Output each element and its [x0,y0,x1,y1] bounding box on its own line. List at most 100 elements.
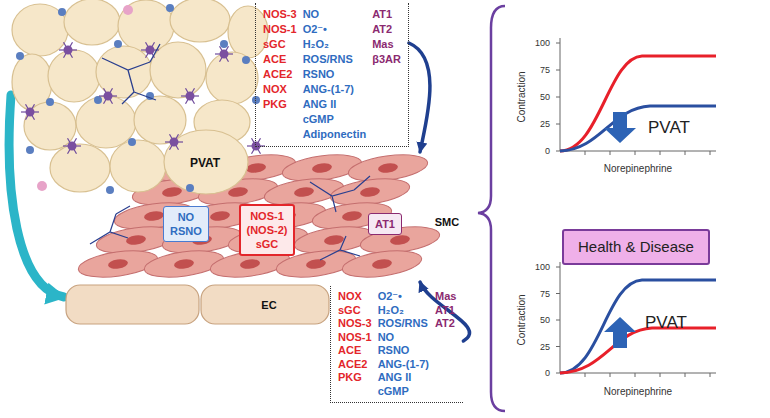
axis-label: Contraction [516,294,527,345]
list-item: NOX [338,290,372,304]
nucleus [106,186,114,194]
axis-label: Contraction [516,71,527,122]
list-column: NOXsGCNOS-3NOS-1ACEACE2PKG [338,290,372,398]
axis-label: Norepinephrine [604,386,672,397]
adipocyte [12,54,52,110]
nucleus [16,52,24,60]
nucleus [323,234,344,246]
dose-response-curve [560,280,716,373]
nucleus [166,4,174,12]
immune-cell [220,50,229,59]
list-item: NOX [263,82,297,97]
list-item: O2⁻• [378,290,429,304]
adipocyte [12,4,68,56]
list-item: ANG-(1-7) [303,82,367,97]
nucleus [389,234,410,246]
nucleus [293,186,314,198]
list-item: AT1 [435,304,456,318]
mediator-box: NORSNO [163,206,209,242]
list-item: NOS-1 [263,22,297,37]
label-holder: Norepinephrine [604,163,672,174]
tick-label: 0 [545,368,550,378]
list-column: MasAT1AT2 [435,290,456,398]
nerve-fiber [320,236,360,260]
nucleus [252,96,260,104]
list-item: ANG II [303,97,367,112]
list-item: RSNO [303,67,367,82]
tick-label: 25 [540,119,550,129]
tick-label: 25 [540,342,550,352]
list-item: NO [303,7,367,22]
list-item: PKG [338,371,372,385]
nucleus [359,186,380,198]
nucleus [242,56,250,64]
list-column: O2⁻•H₂O₂ROS/RNSNORSNOANG-(1-7)ANG IIcGMP [378,290,429,398]
nucleus [94,96,102,104]
tick-label: 50 [540,92,550,102]
list-item: sGC [338,304,372,318]
list-item: ANG II [378,371,429,385]
node-label: EC [261,299,276,311]
endothelial-cell [66,285,199,324]
list-column: AT1AT2Masβ3AR [372,7,401,142]
nerve-fiber [90,206,130,244]
list-item: cGMP [303,112,367,127]
box-text: (NOS-2) [247,223,288,237]
label-holder: PVAT [645,313,687,333]
nucleus [371,258,392,270]
mast-cell [123,5,133,15]
list-item: sGC [263,37,297,52]
immune-cell [64,46,73,55]
box-text: NO [178,210,195,224]
label-holder: 50 [540,315,550,325]
list-item: ACE [263,52,297,67]
curly-bracket [478,6,505,411]
list-column: NOS-3NOS-1sGCACEACE2NOXPKG [263,7,297,142]
label-holder: 100 [535,38,550,48]
pvat-tissue-art [10,0,270,200]
tick-label: 75 [540,65,550,75]
label-holder: EC [261,299,276,311]
list-item: AT1 [372,7,401,22]
adipocyte [134,96,186,144]
list-item: AT2 [435,317,456,331]
dose-response-curve [560,328,716,373]
list-item: Mas [435,290,456,304]
nucleus [46,98,54,106]
immune-cell [252,142,261,151]
status-box: Health & Disease [562,229,710,265]
chart-axis [560,262,716,373]
list-item: Adiponectin [303,127,367,142]
list-item: AT2 [372,22,401,37]
endothelium-art [65,283,330,326]
list-item: RSNO [378,344,429,358]
nucleus [245,162,266,174]
nucleus [58,8,66,16]
endothelial-cell [201,285,329,324]
list-item: ANG-(1-7) [378,358,429,372]
list-item: PKG [263,97,297,112]
label-holder: PVAT [190,156,220,170]
tick-label: 100 [535,262,550,272]
adipocyte [228,6,268,58]
nucleus [305,258,326,270]
node-label: SMC [435,216,459,228]
adipocyte [206,52,258,104]
label-holder: 25 [540,342,550,352]
adipocyte [50,144,110,192]
enzyme-box: NOS-1(NOS-2)sGC [239,204,296,256]
label-holder: 75 [540,289,550,299]
adipocyte [48,50,100,102]
adipocyte [118,0,174,52]
label-holder: 25 [540,119,550,129]
flow-arrow [409,43,430,152]
chart-axis [560,38,716,151]
mediator-list: NOXsGCNOS-3NOS-1ACEACE2PKGO2⁻•H₂O₂ROS/RN… [330,286,463,403]
smooth-muscle-cell [149,151,232,186]
label-holder: 100 [535,262,550,272]
smooth-muscle-cell [341,247,424,282]
pvat-tissue: PVAT [10,0,270,200]
list-item: Mas [372,37,401,52]
adipocyte [76,96,136,148]
